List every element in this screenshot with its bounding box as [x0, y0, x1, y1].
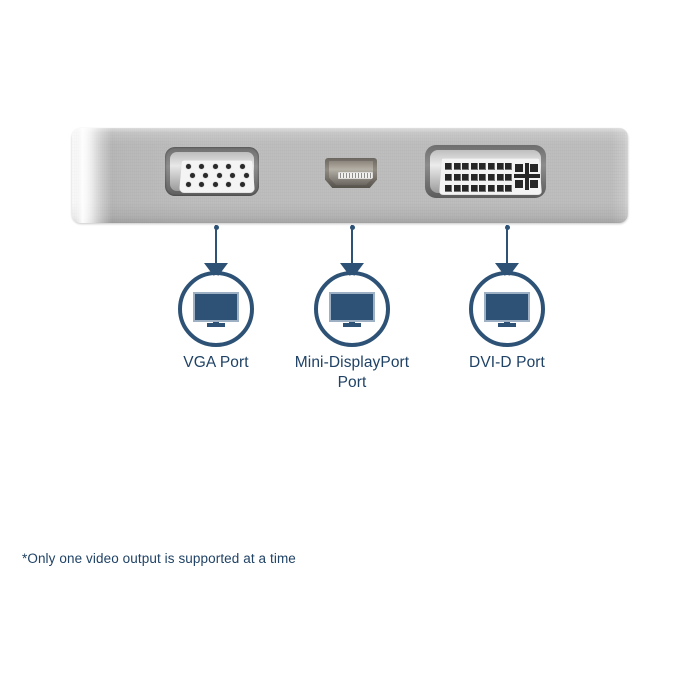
- dvi-ground-pin-tr: [530, 164, 538, 172]
- dvi-pin-1-2: [453, 163, 461, 170]
- vga-pin-1-4: [226, 164, 232, 169]
- dvi-pin-2-6: [488, 174, 495, 181]
- vga-pin-2-4: [230, 173, 236, 178]
- vga-pin-array: [179, 160, 255, 193]
- dvi-pin-1-4: [470, 163, 478, 170]
- dvi-ground-pin-br: [530, 180, 538, 188]
- monitor-base: [343, 323, 361, 327]
- callout-dvi-d[interactable]: DVI-D Port: [427, 225, 587, 373]
- mini-displayport-contact-strip: [338, 172, 373, 179]
- vga-pin-3-1: [186, 182, 191, 187]
- dvi-pin-2-5: [479, 174, 487, 181]
- mini-displayport-contact-8: [361, 173, 362, 178]
- dvi-pin-3-8: [505, 185, 513, 192]
- vga-port-shell: [170, 152, 255, 193]
- leader-dot-dvi-d: [504, 225, 510, 230]
- mini-displayport-contact-10: [367, 173, 368, 178]
- dvi-pin-3-1: [445, 185, 452, 192]
- vga-pin-3-2: [199, 182, 205, 187]
- dvi-pin-1-8: [505, 163, 513, 170]
- mini-displayport-port: [325, 158, 377, 188]
- dvi-pin-3-4: [470, 185, 478, 192]
- vga-pin-1-3: [212, 164, 218, 169]
- dvi-pin-3-3: [462, 185, 470, 192]
- monitor-screen: [484, 292, 530, 322]
- dvi-d-port-shell: [430, 150, 542, 195]
- vga-port: [165, 147, 259, 196]
- monitor-screen: [329, 292, 375, 322]
- dvi-pin-1-5: [479, 163, 487, 170]
- monitor-icon: [193, 292, 239, 327]
- mini-displayport-contact-7: [358, 173, 359, 178]
- mini-displayport-contact-4: [349, 173, 350, 178]
- leader-dot-vga: [213, 225, 219, 230]
- callout-label-mini-displayport: Mini-DisplayPort Port: [272, 353, 432, 393]
- monitor-icon: [484, 292, 530, 327]
- callout-label-mini-displayport-line1: Mini-DisplayPort: [294, 354, 410, 371]
- dvi-pin-2-8: [505, 174, 513, 181]
- dvi-pin-3-7: [496, 185, 504, 192]
- dvi-pin-3-5: [479, 185, 487, 192]
- leader-line-dvi-d: [506, 225, 508, 275]
- dvi-blade-horizontal: [514, 174, 540, 178]
- mini-displayport-contact-5: [352, 173, 353, 178]
- callout-label-dvi-d-line1: DVI-D Port: [469, 354, 545, 371]
- vga-pin-3-4: [226, 182, 232, 187]
- callout-ring-mini-displayport: [314, 271, 390, 347]
- mini-displayport-contact-2: [343, 173, 344, 178]
- vga-pin-2-5: [243, 173, 249, 178]
- dvi-d-port-face: [439, 158, 542, 195]
- leader-line-mini-displayport: [351, 225, 353, 275]
- dvi-pin-1-6: [488, 163, 495, 170]
- mini-displayport-contact-6: [355, 173, 356, 178]
- vga-pin-3-3: [212, 182, 218, 187]
- mini-displayport-contact-3: [346, 173, 347, 178]
- dvi-ground-pin-tl: [515, 164, 523, 172]
- dvi-pin-2-7: [496, 174, 504, 181]
- vga-pin-1-2: [199, 164, 205, 169]
- callout-ring-vga: [178, 271, 254, 347]
- callout-bubble-mini-displayport[interactable]: [314, 263, 390, 347]
- dvi-pin-1-1: [445, 163, 452, 170]
- dvi-pin-3-2: [453, 185, 461, 192]
- vga-pin-2-1: [190, 173, 195, 178]
- callout-label-mini-displayport-line2: Port: [337, 374, 367, 391]
- dvi-pin-1-7: [496, 163, 504, 170]
- callout-ring-dvi-d: [469, 271, 545, 347]
- mini-displayport-contact-9: [364, 173, 365, 178]
- monitor-icon: [329, 292, 375, 327]
- callout-vga[interactable]: VGA Port: [136, 225, 296, 373]
- callout-mini-displayport[interactable]: Mini-DisplayPort Port: [272, 225, 432, 393]
- callout-label-dvi-d: DVI-D Port: [427, 353, 587, 373]
- mini-displayport-shell: [329, 161, 373, 185]
- mini-displayport-contact-1: [340, 173, 341, 178]
- mini-displayport-contact-11: [370, 173, 371, 178]
- dvi-ground-pin-bl: [515, 180, 523, 188]
- dvi-pin-2-3: [462, 174, 470, 181]
- vga-pin-3-5: [239, 182, 245, 187]
- callout-bubble-dvi-d[interactable]: [469, 263, 545, 347]
- device-left-edge-highlight: [72, 128, 112, 223]
- vga-pin-1-1: [186, 164, 191, 169]
- callout-bubble-vga[interactable]: [178, 263, 254, 347]
- dvi-pin-1-3: [462, 163, 470, 170]
- vga-port-face: [179, 160, 255, 193]
- vga-pin-1-5: [239, 164, 245, 169]
- callout-label-vga-line1: VGA Port: [183, 354, 249, 371]
- monitor-screen: [193, 292, 239, 322]
- leader-dot-mini-displayport: [349, 225, 355, 230]
- dvi-pin-2-2: [453, 174, 461, 181]
- vga-pin-2-2: [203, 173, 209, 178]
- monitor-base: [207, 323, 225, 327]
- leader-line-vga: [215, 225, 217, 275]
- footnote-text: *Only one video output is supported at a…: [22, 551, 296, 566]
- callout-label-vga: VGA Port: [136, 353, 296, 373]
- dvi-d-port: [425, 145, 546, 198]
- dvi-pin-2-1: [445, 174, 452, 181]
- monitor-base: [498, 323, 516, 327]
- dvi-pin-3-6: [488, 185, 495, 192]
- dvi-pin-2-4: [470, 174, 478, 181]
- vga-pin-2-3: [216, 173, 222, 178]
